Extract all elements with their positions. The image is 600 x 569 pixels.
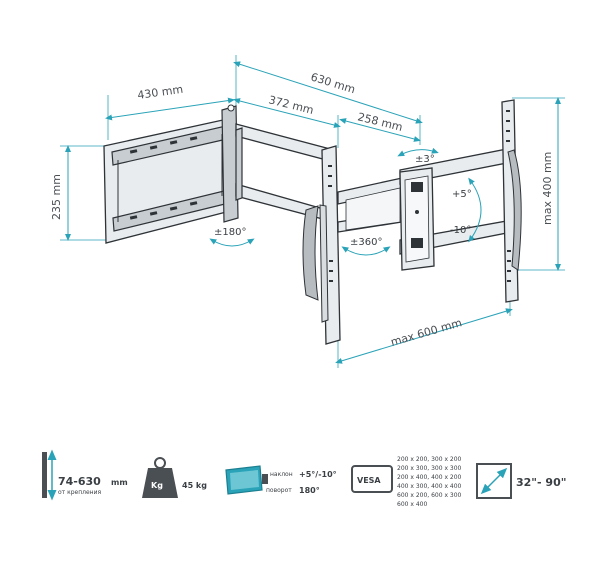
- wall-distance-icon: [42, 449, 57, 501]
- angle-tilt-down: -10°: [450, 225, 471, 236]
- vesa-item: 400 x 300, 400 x 400: [397, 483, 462, 490]
- dim-258-line: [339, 118, 421, 142]
- vesa-item: 600 x 200, 600 x 300: [397, 492, 462, 499]
- mount-drawing: [103, 99, 522, 345]
- vesa-item: 200 x 200, 300 x 200: [397, 456, 462, 463]
- angle-tilt-top: ±3°: [415, 154, 435, 165]
- tilt-value: +5°/-10°: [299, 470, 337, 479]
- vesa-item: 600 x 400: [397, 501, 427, 508]
- dim-600-line: [335, 308, 513, 364]
- tilt-label: наклон: [270, 471, 293, 478]
- vesa-badge: VESA: [357, 476, 381, 485]
- vesa-icon: [351, 465, 393, 493]
- weight-value: 45 kg: [182, 481, 207, 490]
- dim-630-label: 630 mm: [309, 70, 357, 96]
- dim-430-label: 430 mm: [137, 83, 184, 102]
- distance-range: 74-630: [58, 475, 101, 488]
- angle-annotations: ±3° +5° -10° ±180° ±360°: [209, 147, 482, 256]
- dim-630-line: [233, 61, 423, 124]
- weight-badge: Kg: [151, 481, 163, 490]
- distance-unit: mm: [111, 478, 128, 487]
- screen-size-icon: [476, 463, 512, 499]
- angle-swivel-arm: ±360°: [350, 237, 382, 248]
- dim-372-line: [233, 98, 341, 128]
- vesa-item: 200 x 400, 400 x 200: [397, 474, 462, 481]
- distance-sub: от крепления: [58, 489, 101, 496]
- tv-tilt-icon: [225, 465, 268, 495]
- weight-icon: [142, 457, 178, 498]
- angle-swivel-wall: ±180°: [214, 227, 246, 238]
- swivel-value: 180°: [299, 486, 320, 495]
- dim-400-label: max 400 mm: [541, 152, 554, 225]
- dim-430-line: [105, 97, 235, 121]
- angle-tilt-up: +5°: [452, 189, 472, 200]
- specs-row: 74-630 mm от крепления Kg 45 kg наклон +…: [42, 449, 566, 508]
- dim-372-label: 372 mm: [267, 93, 315, 117]
- vesa-list: 200 x 200, 300 x 200 200 x 300, 300 x 30…: [397, 456, 462, 508]
- dim-600-label: max 600 mm: [389, 316, 463, 349]
- screen-size: 32"- 90": [516, 476, 566, 489]
- vesa-item: 200 x 300, 300 x 300: [397, 465, 462, 472]
- swivel-label: поворот: [266, 487, 292, 494]
- dim-235-label: 235 mm: [50, 174, 63, 220]
